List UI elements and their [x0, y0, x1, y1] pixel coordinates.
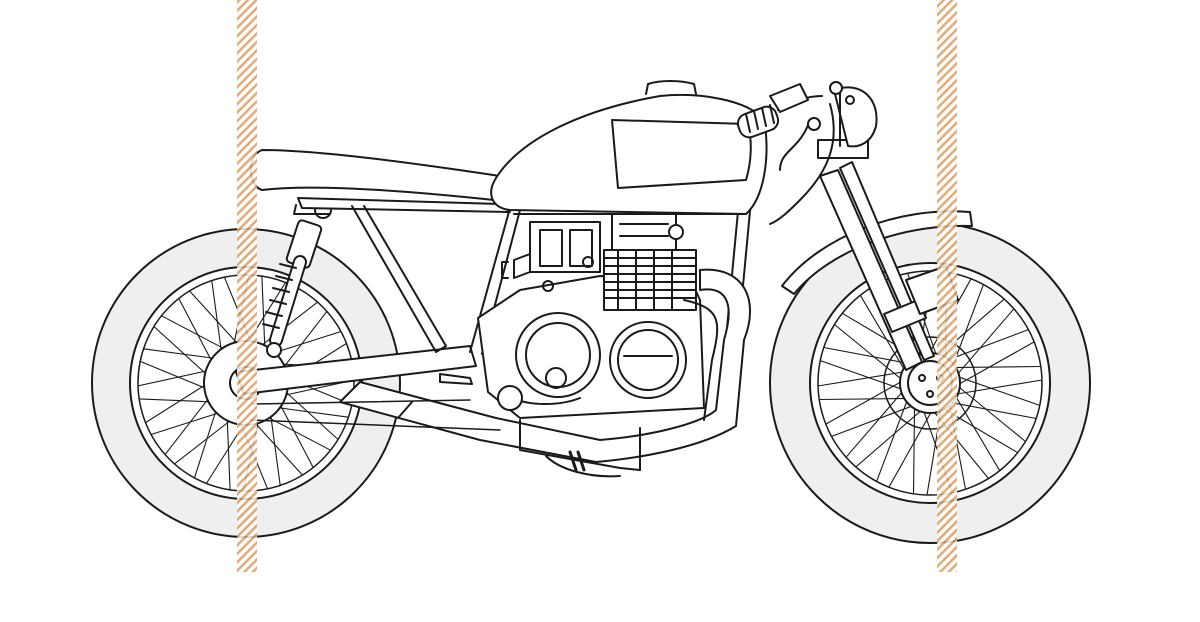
- spoke: [953, 308, 1015, 380]
- cylinder-head: [603, 213, 697, 311]
- rear-axle-marker: [237, 0, 257, 572]
- handlebar: [736, 83, 835, 225]
- spoke: [823, 346, 915, 366]
- spoke: [845, 386, 907, 458]
- spoke: [945, 400, 1037, 420]
- chain: [249, 399, 501, 431]
- fuel-tank: [490, 80, 768, 215]
- spoke: [876, 394, 910, 482]
- footpeg: [439, 373, 473, 385]
- spoke: [950, 379, 1043, 396]
- exhaust: [339, 268, 752, 478]
- spoke: [817, 370, 910, 387]
- front-axle-marker: [937, 0, 957, 572]
- rear-shock: [262, 201, 332, 358]
- spoke: [912, 401, 916, 494]
- kickstand: [397, 401, 413, 419]
- engine: [477, 275, 705, 419]
- spoke: [825, 378, 907, 425]
- front-fork: [817, 139, 935, 371]
- headlight: [829, 81, 878, 148]
- spoke: [952, 374, 1040, 406]
- seat: [249, 149, 501, 201]
- carburetors: [501, 221, 601, 292]
